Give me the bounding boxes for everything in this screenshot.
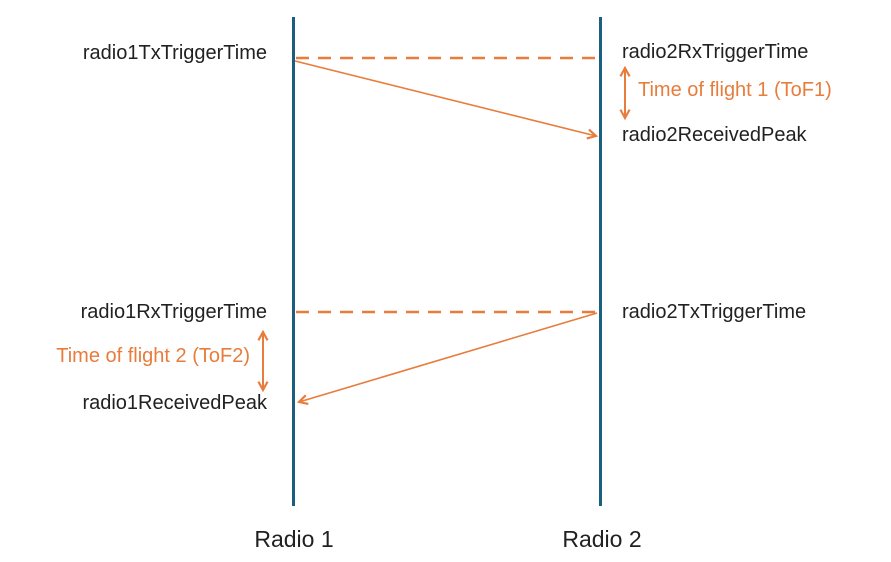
- signal1-arrow: [294, 60, 596, 136]
- radio1-name: Radio 1: [254, 526, 334, 552]
- tof2-label: Time of flight 2 (ToF2): [56, 345, 250, 367]
- signal2-arrow: [299, 312, 598, 402]
- radio1-rx-trigger-label: radio1RxTriggerTime: [80, 301, 267, 323]
- radio1-tx-trigger-label: radio1TxTriggerTime: [82, 42, 267, 64]
- radio1-received-peak-label: radio1ReceivedPeak: [82, 392, 267, 414]
- radio2-name: Radio 2: [562, 526, 642, 552]
- radio2-received-peak-label: radio2ReceivedPeak: [622, 124, 807, 146]
- tof1-label: Time of flight 1 (ToF1): [638, 79, 832, 101]
- radio2-rx-trigger-label: radio2RxTriggerTime: [622, 41, 809, 63]
- radio2-tx-trigger-label: radio2TxTriggerTime: [622, 301, 807, 323]
